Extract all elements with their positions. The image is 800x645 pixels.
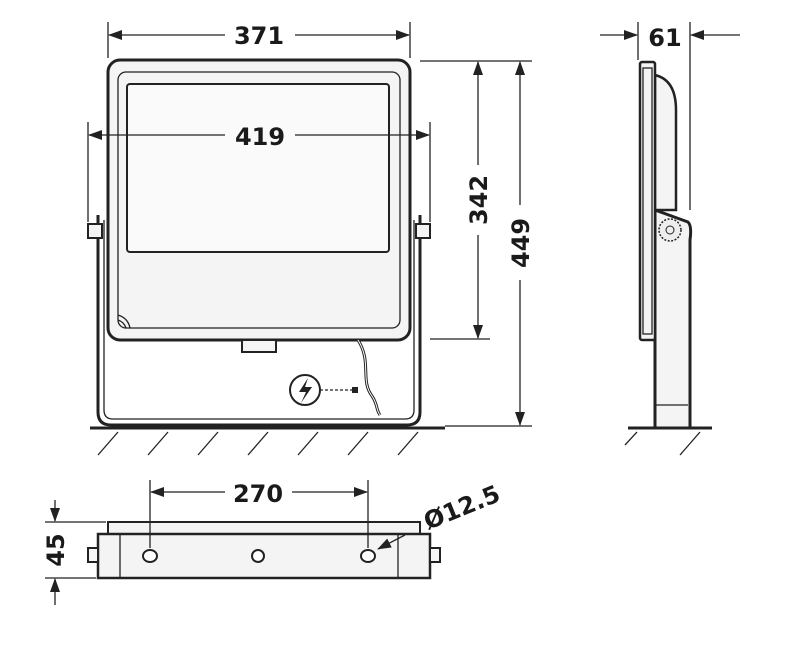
bottom-view — [87, 521, 441, 580]
dimension-label: 342 — [465, 175, 493, 225]
dimension-label: 449 — [507, 218, 535, 268]
dimension-61: 61 — [600, 22, 740, 210]
dimension-342: 342 — [420, 60, 493, 340]
lens-panel — [126, 83, 390, 253]
dimension-label: 371 — [234, 22, 284, 50]
dimension-label: 45 — [42, 533, 70, 566]
dimension-45: 45 — [42, 500, 106, 605]
dimension-419: 419 — [87, 120, 431, 222]
dimension-label: 270 — [233, 480, 283, 508]
side-view — [624, 60, 712, 456]
mounting-hole — [142, 549, 158, 563]
dimension-449: 449 — [445, 60, 535, 427]
power-icon — [289, 374, 358, 406]
dimension-label: 419 — [235, 123, 285, 151]
dimension-hole-diameter: Ø12.5 — [377, 480, 504, 550]
front-view — [87, 58, 445, 456]
mounting-hole — [251, 549, 265, 563]
dimension-270: 270 — [149, 480, 369, 548]
dimension-label: Ø12.5 — [420, 480, 504, 536]
dimension-label: 61 — [648, 24, 681, 52]
dimension-371: 371 — [107, 20, 411, 58]
mounting-hole — [360, 549, 376, 563]
